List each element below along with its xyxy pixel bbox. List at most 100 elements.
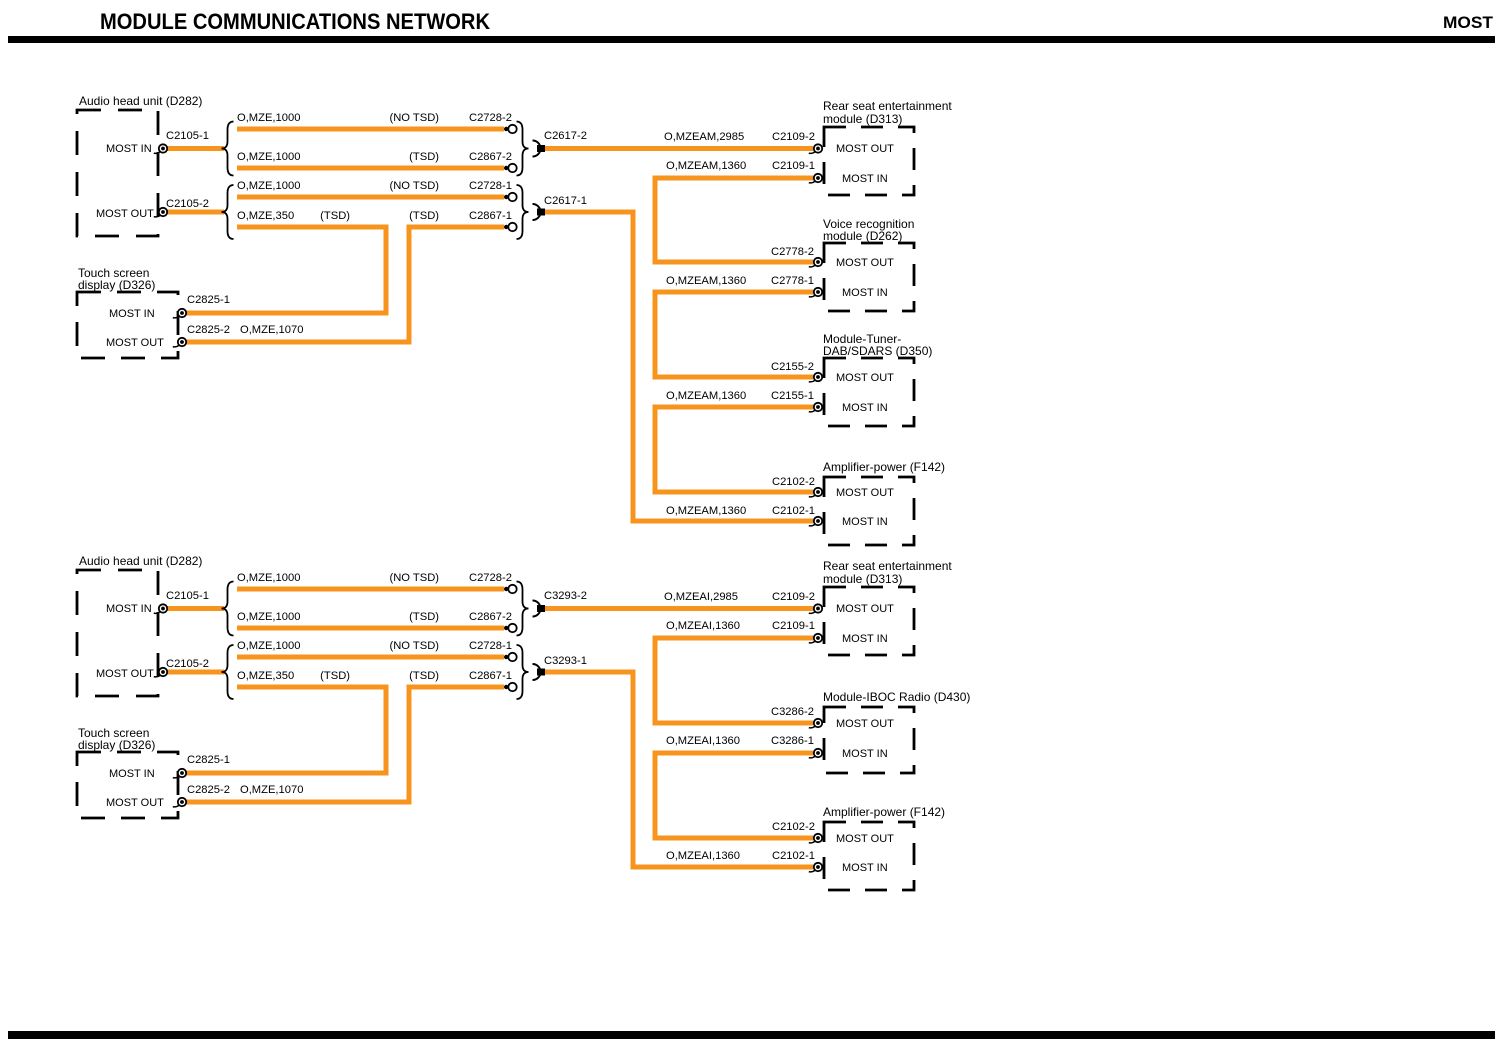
module-box [822, 125, 916, 197]
brace-icon [515, 184, 530, 240]
most-out-label: MOST OUT [836, 143, 894, 155]
most-in-label: MOST IN [109, 768, 155, 780]
net1-row-labels: O,MZE,1000 (NO TSD) C2728-2 O,MZE,1000 (… [237, 112, 587, 240]
most-in-label: MOST IN [109, 308, 155, 320]
connector-label: C2825-1 [187, 294, 230, 306]
module-title: Amplifier-power (F142) [823, 805, 945, 819]
connector-label: C3286-2 [771, 706, 814, 718]
connector-icon [171, 307, 188, 319]
junction-label: C3293-1 [544, 655, 587, 667]
connector-label: C2109-1 [772, 620, 815, 632]
condition-label: (NO TSD) [389, 640, 439, 652]
net2-rear-seat-module: Rear seat entertainment module (D313) MO… [822, 559, 952, 657]
connector-label: C2778-1 [771, 275, 814, 287]
module-box [75, 108, 160, 238]
connector-label: C2867-1 [469, 670, 512, 682]
most-in-label: MOST IN [842, 862, 888, 874]
junction-label: C2617-2 [544, 130, 587, 142]
connector-icon [152, 206, 169, 218]
module-box [75, 290, 180, 360]
connector-icon [171, 336, 188, 348]
module-title: Rear seat entertainment [823, 559, 952, 573]
condition-label: (TSD) [320, 210, 350, 222]
wire-end-icon [503, 123, 518, 135]
net1-module-connectors [807, 143, 824, 527]
wire-label: O,MZEAI,1360 [666, 735, 740, 747]
wire-label: O,MZE,1000 [237, 611, 300, 623]
connector-label: C2728-1 [469, 640, 512, 652]
wire-label: O,MZEAI,1360 [666, 620, 740, 632]
header-rule [8, 36, 1495, 43]
wire-end-icon [503, 221, 518, 233]
most-out-label: MOST OUT [836, 487, 894, 499]
module-box [822, 820, 916, 892]
junction-icon [531, 599, 546, 618]
module-title: module (D313) [823, 572, 902, 586]
module-box [75, 750, 180, 820]
wire-label: O,MZEAI,1360 [666, 850, 740, 862]
net1-tuner-module: Module-Tuner- DAB/SDARS (D350) MOST OUT … [822, 332, 932, 428]
wire-label: O,MZE,1070 [240, 324, 303, 336]
connector-label: C2728-2 [469, 572, 512, 584]
most-in-label: MOST IN [842, 402, 888, 414]
connector-label: C2105-1 [166, 590, 209, 602]
connector-icon [171, 796, 188, 808]
module-box [822, 585, 916, 657]
module-box [75, 568, 160, 698]
connector-label: C2105-2 [166, 198, 209, 210]
wire-label: O,MZE,1000 [237, 151, 300, 163]
module-box [822, 705, 916, 775]
module-title: display (D326) [78, 278, 155, 292]
wire-label: O,MZE,1000 [237, 572, 300, 584]
condition-label: (TSD) [320, 670, 350, 682]
connector-label: C2778-2 [771, 246, 814, 258]
module-title: Audio head unit (D282) [79, 554, 202, 568]
wire-end-icon [503, 162, 518, 174]
most-out-label: MOST OUT [836, 718, 894, 730]
net1-head-unit: Audio head unit (D282) MOST IN MOST OUT … [75, 94, 235, 240]
wire-label: O,MZE,1000 [237, 112, 300, 124]
module-title: Touch screen [78, 726, 149, 740]
net2: Audio head unit (D282) MOST IN MOST OUT … [75, 554, 970, 892]
most-in-label: MOST IN [106, 603, 152, 615]
junction-label: C2617-1 [544, 195, 587, 207]
connector-label: C2867-1 [469, 210, 512, 222]
most-in-label: MOST IN [842, 287, 888, 299]
connector-label: C2155-1 [771, 390, 814, 402]
connector-label: C2825-2 [187, 784, 230, 796]
wire-end-icon [503, 651, 518, 663]
connector-label: C2102-2 [772, 476, 815, 488]
wire-label: O,MZE,350 [237, 210, 294, 222]
module-title: Module-Tuner- [823, 332, 901, 346]
wire-label: O,MZEAM,1360 [666, 505, 746, 517]
most-in-label: MOST IN [842, 748, 888, 760]
most-out-label: MOST OUT [106, 337, 164, 349]
connector-label: C2102-1 [772, 505, 815, 517]
condition-label: (TSD) [409, 210, 439, 222]
wire-label: O,MZE,1000 [237, 640, 300, 652]
condition-label: (NO TSD) [389, 112, 439, 124]
connector-label: C2102-2 [772, 821, 815, 833]
wire-label: O,MZEAM,2985 [664, 131, 744, 143]
net2-wires [167, 586, 813, 870]
wire-label: O,MZEAM,1360 [666, 160, 746, 172]
module-title: DAB/SDARS (D350) [823, 344, 932, 358]
condition-label: (NO TSD) [389, 180, 439, 192]
net2-row-labels: O,MZE,1000 (NO TSD) C2728-2 O,MZE,1000 (… [237, 572, 587, 700]
corner-label: MOST [1443, 14, 1493, 32]
connector-label: C2728-2 [469, 112, 512, 124]
connector-label: C2867-2 [469, 611, 512, 623]
junction-icon [531, 139, 546, 158]
module-title: display (D326) [78, 738, 155, 752]
brace-icon [220, 184, 235, 240]
connector-label: C2102-1 [772, 850, 815, 862]
wire-end-icon [503, 681, 518, 693]
most-out-label: MOST OUT [96, 208, 154, 220]
condition-label: (TSD) [409, 611, 439, 623]
net2-iboc-radio-module: Module-IBOC Radio (D430) MOST OUT MOST I… [822, 690, 970, 775]
most-out-label: MOST OUT [836, 603, 894, 615]
connector-label: C2109-2 [772, 591, 815, 603]
connector-icon [152, 143, 169, 155]
most-out-label: MOST OUT [836, 257, 894, 269]
